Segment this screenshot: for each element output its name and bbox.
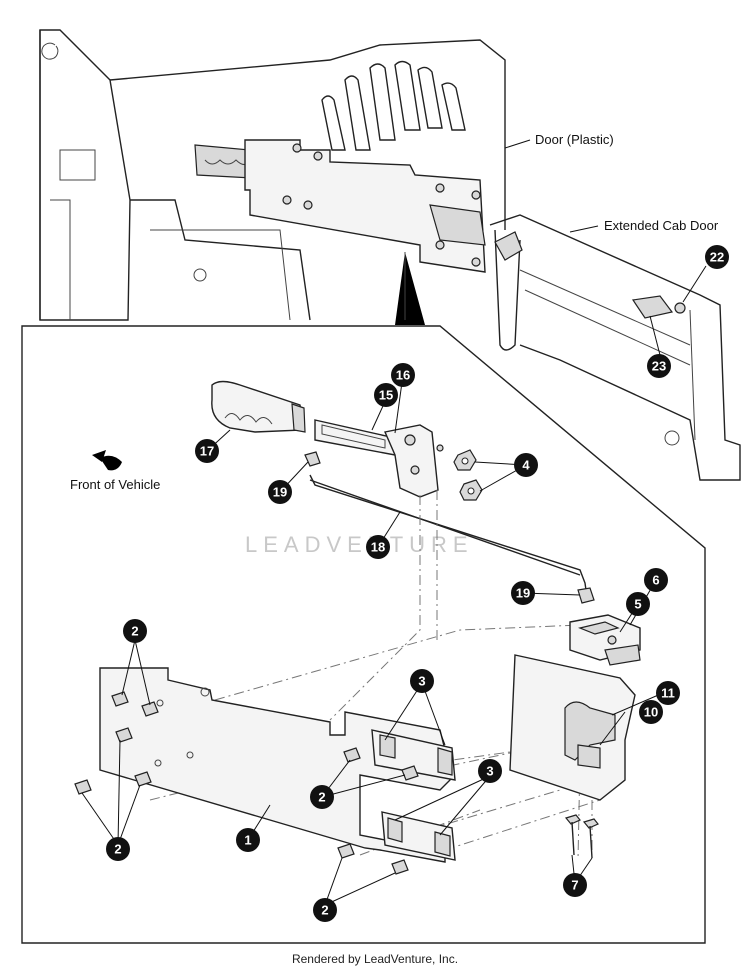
callout-19-upper: 19 <box>268 480 292 504</box>
detail-pointer <box>395 252 425 325</box>
callout-17: 17 <box>195 439 219 463</box>
detail-frame <box>21 325 706 944</box>
callout-2-mid: 2 <box>310 785 334 809</box>
callout-18: 18 <box>366 535 390 559</box>
watermark: LEADVENTURE <box>245 532 474 557</box>
callout-2-bottom: 2 <box>313 898 337 922</box>
callout-4: 4 <box>514 453 538 477</box>
leader-23 <box>649 315 661 356</box>
callout-7: 7 <box>563 873 587 897</box>
callout-19-lower: 19 <box>511 581 535 605</box>
callout-6: 6 <box>644 568 668 592</box>
callout-1: 1 <box>236 828 260 852</box>
latch-assembly <box>569 614 641 666</box>
screw-pair <box>564 814 599 859</box>
striker-plate <box>509 654 636 801</box>
callout-3-upper: 3 <box>410 669 434 693</box>
callout-11: 11 <box>656 681 680 705</box>
bolt-group <box>74 691 419 875</box>
callout-3-lower: 3 <box>478 759 502 783</box>
svg-text:19: 19 <box>273 485 287 500</box>
svg-text:2: 2 <box>321 903 328 918</box>
svg-text:17: 17 <box>200 444 214 459</box>
rod-clip-lower <box>577 587 595 604</box>
bracket-lower <box>381 811 456 861</box>
svg-text:10: 10 <box>644 705 658 720</box>
svg-text:7: 7 <box>571 878 578 893</box>
callout-15: 15 <box>374 383 398 407</box>
svg-text:3: 3 <box>486 764 493 779</box>
handle-grip <box>211 380 306 433</box>
callout-5: 5 <box>626 592 650 616</box>
svg-text:4: 4 <box>522 458 530 473</box>
svg-text:15: 15 <box>379 388 393 403</box>
svg-text:2: 2 <box>318 790 325 805</box>
door-overview <box>39 29 741 481</box>
nut-group <box>453 449 483 501</box>
callout-16: 16 <box>391 363 415 387</box>
svg-text:1: 1 <box>244 833 251 848</box>
footer-credit: Rendered by LeadVenture, Inc. <box>291 952 459 966</box>
rod-clip-upper <box>304 451 321 467</box>
svg-text:23: 23 <box>652 359 666 374</box>
svg-text:18: 18 <box>371 540 385 555</box>
callout-10: 10 <box>639 700 663 724</box>
svg-text:2: 2 <box>131 624 138 639</box>
svg-text:19: 19 <box>516 586 530 601</box>
label-extended-cab-door: Extended Cab Door <box>604 218 719 233</box>
callout-23: 23 <box>647 354 671 378</box>
svg-text:16: 16 <box>396 368 410 383</box>
svg-text:3: 3 <box>418 674 425 689</box>
callout-22: 22 <box>705 245 729 269</box>
svg-text:22: 22 <box>710 250 724 265</box>
callout-2-top: 2 <box>123 619 147 643</box>
leader-extended-cab-door <box>569 225 599 233</box>
leader-22 <box>682 265 707 303</box>
svg-text:6: 6 <box>652 573 659 588</box>
callout-2-left: 2 <box>106 837 130 861</box>
svg-text:5: 5 <box>634 597 641 612</box>
label-front-of-vehicle: Front of Vehicle <box>70 477 160 492</box>
svg-text:2: 2 <box>114 842 121 857</box>
svg-text:11: 11 <box>661 686 675 701</box>
bracket-upper <box>371 729 456 781</box>
latch-slide-plate <box>314 419 444 498</box>
leader-door-plastic <box>504 139 531 149</box>
front-of-vehicle-arrow <box>92 450 122 471</box>
label-door-plastic: Door (Plastic) <box>535 132 614 147</box>
